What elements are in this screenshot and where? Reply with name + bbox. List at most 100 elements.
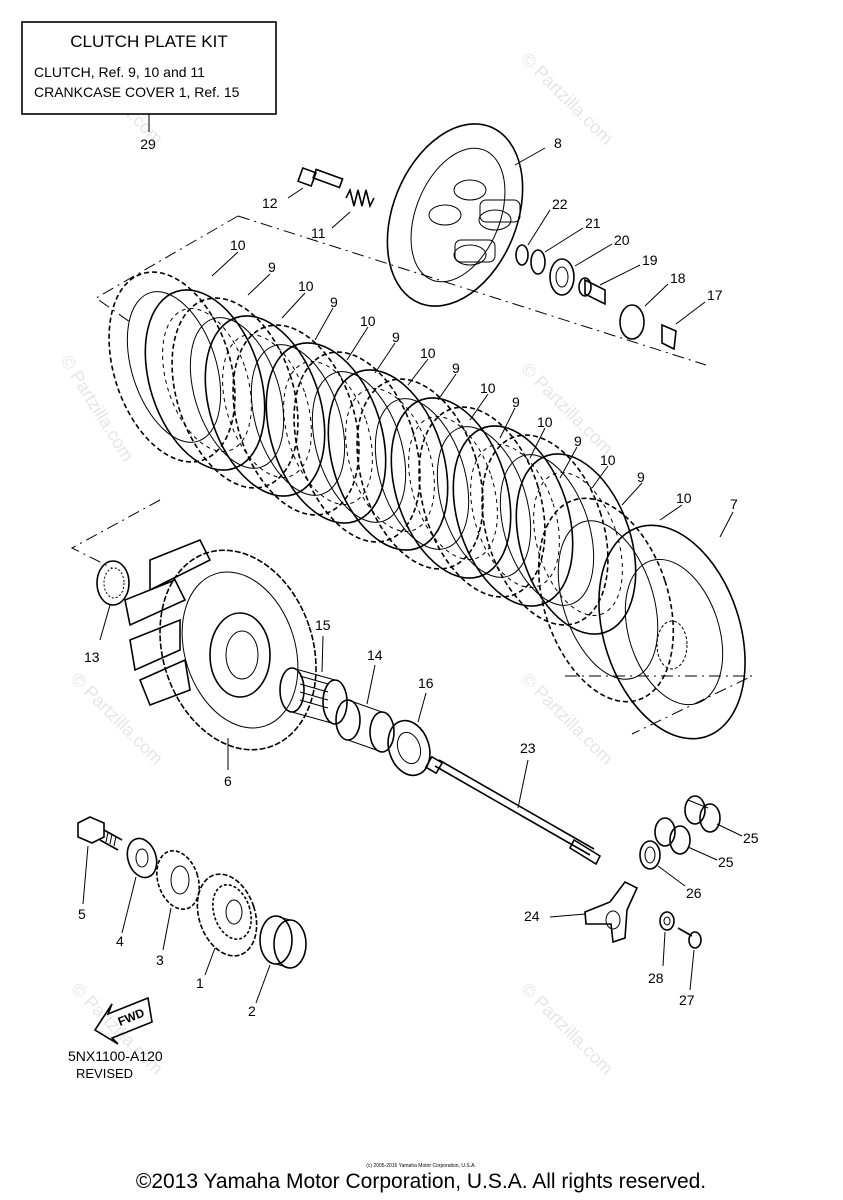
callout-25: 25 [718, 854, 734, 870]
leader-26 [657, 865, 686, 887]
washer-28 [659, 911, 675, 931]
leader-5 [82, 845, 89, 905]
plate-leaders [211, 251, 683, 521]
callout-10: 10 [298, 278, 314, 294]
washer-4 [126, 837, 158, 879]
callout-24: 24 [524, 908, 540, 924]
callout-8: 8 [554, 135, 562, 151]
watermark-text: © Partzilla.com [517, 979, 617, 1079]
callout-20: 20 [614, 232, 630, 248]
callout-numbers: 8 12 11 22 21 20 19 18 17 10 9 10 9 10 9… [78, 135, 759, 1019]
callout-15: 15 [315, 617, 331, 633]
leader-1 [204, 947, 216, 976]
steel-plate-9 [390, 397, 512, 579]
leader-12 [287, 187, 304, 199]
leader-28 [662, 931, 666, 967]
callout-5: 5 [78, 906, 86, 922]
leader-3 [162, 907, 172, 951]
callout-10: 10 [676, 490, 692, 506]
callout-6: 6 [224, 773, 232, 789]
bolt-12 [297, 167, 344, 189]
friction-plate-10 [356, 378, 484, 570]
small-parts-row [515, 244, 677, 351]
friction-plate-10 [481, 434, 609, 626]
gear-1 [196, 873, 258, 957]
steel-plate-9 [452, 425, 574, 607]
gear-3 [156, 850, 200, 910]
clutch-boss [598, 524, 746, 740]
washer-16 [387, 719, 431, 777]
washer-21 [530, 249, 546, 275]
nut-18 [619, 304, 645, 340]
callout-19: 19 [642, 252, 658, 268]
steel-plate-9 [515, 453, 637, 635]
bracket-lower-left [70, 499, 161, 569]
callout-13: 13 [84, 649, 100, 665]
callout-9: 9 [268, 259, 276, 275]
bracket-lower-right [565, 675, 753, 735]
kit-box-line-1: CLUTCH, Ref. 9, 10 and 11 [34, 64, 205, 80]
kit-box-line-2: CRANKCASE COVER 1, Ref. 15 [34, 84, 240, 100]
leader-17 [675, 301, 706, 325]
clutch-housing [124, 538, 317, 751]
leader-7 [719, 511, 734, 538]
push-lever-24 [584, 880, 639, 944]
callout-10: 10 [230, 237, 246, 253]
callout-9: 9 [452, 360, 460, 376]
watermark-text: © Partzilla.com [67, 669, 167, 769]
callout-2: 2 [248, 1003, 256, 1019]
bearing-25-lower [654, 817, 691, 855]
callout-10: 10 [537, 414, 553, 430]
leader-24 [549, 913, 586, 918]
bolt-27 [677, 927, 702, 949]
steel-plate-9 [327, 369, 449, 551]
leader-20 [574, 243, 613, 267]
clutch-plate-kit-box: CLUTCH PLATE KIT CLUTCH, Ref. 9, 10 and … [21, 21, 277, 152]
spacer-14 [335, 699, 395, 753]
oil-seal-26 [639, 840, 661, 870]
kit-box-ref: 29 [140, 136, 156, 152]
callout-1: 1 [196, 975, 204, 991]
callout-23: 23 [520, 740, 536, 756]
needle-bearing-15 [279, 667, 348, 725]
drawing-code: 5NX1100-A120 [68, 1048, 163, 1064]
callout-12: 12 [262, 195, 278, 211]
watermark-text: © Partzilla.com [57, 352, 138, 465]
push-rod-19 [584, 278, 606, 306]
steel-plate-9 [144, 289, 266, 471]
callout-21: 21 [585, 215, 601, 231]
push-rod-23 [424, 755, 602, 866]
leader-22 [527, 209, 551, 246]
callout-11: 11 [311, 225, 326, 241]
callout-25: 25 [743, 830, 759, 846]
leader-4 [121, 876, 137, 934]
callout-16: 16 [418, 675, 434, 691]
callout-27: 27 [679, 992, 695, 1008]
bracket-top-edge [237, 215, 707, 366]
leader-8 [514, 147, 546, 166]
bearing-2 [259, 915, 307, 969]
callout-9: 9 [330, 294, 338, 310]
callout-22: 22 [552, 196, 568, 212]
leader-14 [366, 664, 376, 705]
callout-9: 9 [392, 329, 400, 345]
leader-21 [544, 227, 584, 253]
leader-25b [687, 846, 718, 861]
friction-plate-10 [293, 351, 421, 543]
callout-9: 9 [637, 469, 645, 485]
leader-27 [689, 949, 695, 991]
bracket-upper [95, 215, 239, 323]
callout-9: 9 [574, 433, 582, 449]
leader-15 [321, 635, 324, 673]
leader-18 [644, 283, 669, 307]
plate-stack-bracket [70, 215, 753, 735]
copyright-footer: ©2013 Yamaha Motor Corporation, U.S.A. A… [136, 1170, 706, 1193]
watermarks: © Partzilla.com © Partzilla.com © Partzi… [57, 49, 617, 1079]
callout-14: 14 [367, 647, 383, 663]
callout-9: 9 [512, 394, 520, 410]
friction-plate-10 [537, 497, 675, 703]
leader-11 [331, 211, 351, 229]
tiny-copyright-notice: (c) 2005-2016 Yamaha Motor Corporation, … [366, 1163, 476, 1169]
friction-plate-10 [232, 324, 360, 516]
leader-19 [599, 264, 641, 286]
